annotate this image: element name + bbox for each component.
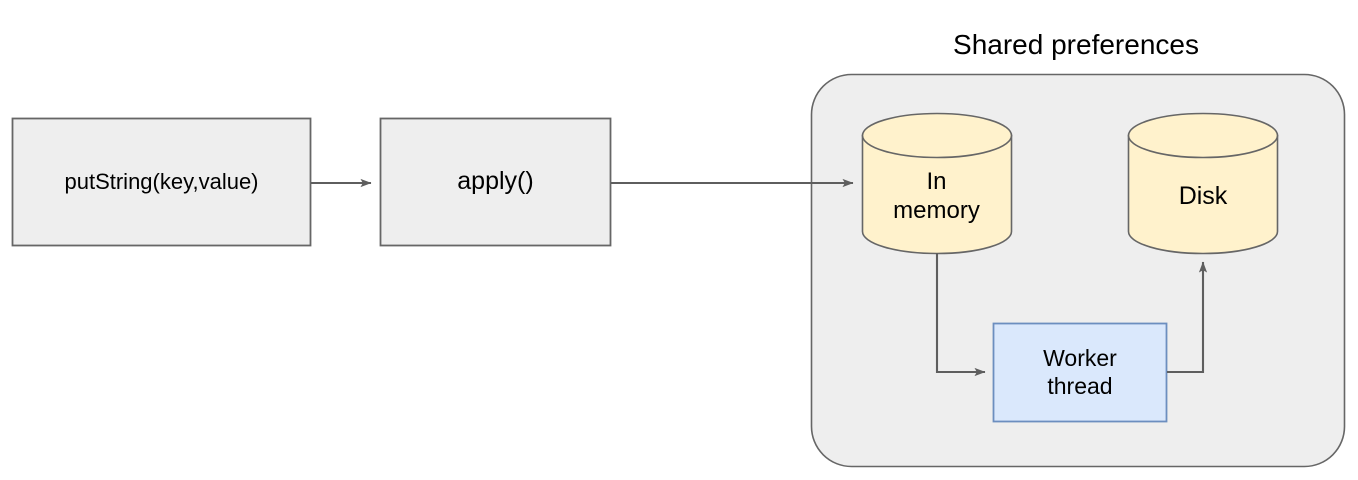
worker-thread-box[interactable]: [992, 322, 1168, 423]
disk-cylinder[interactable]: [1127, 112, 1279, 255]
edge-in-memory-to-worker: [935, 253, 986, 377]
apply-box[interactable]: [379, 117, 612, 247]
edge-worker-to-disk: [1167, 261, 1208, 374]
put-string-box[interactable]: [11, 117, 312, 247]
in-memory-cylinder[interactable]: [861, 112, 1013, 255]
